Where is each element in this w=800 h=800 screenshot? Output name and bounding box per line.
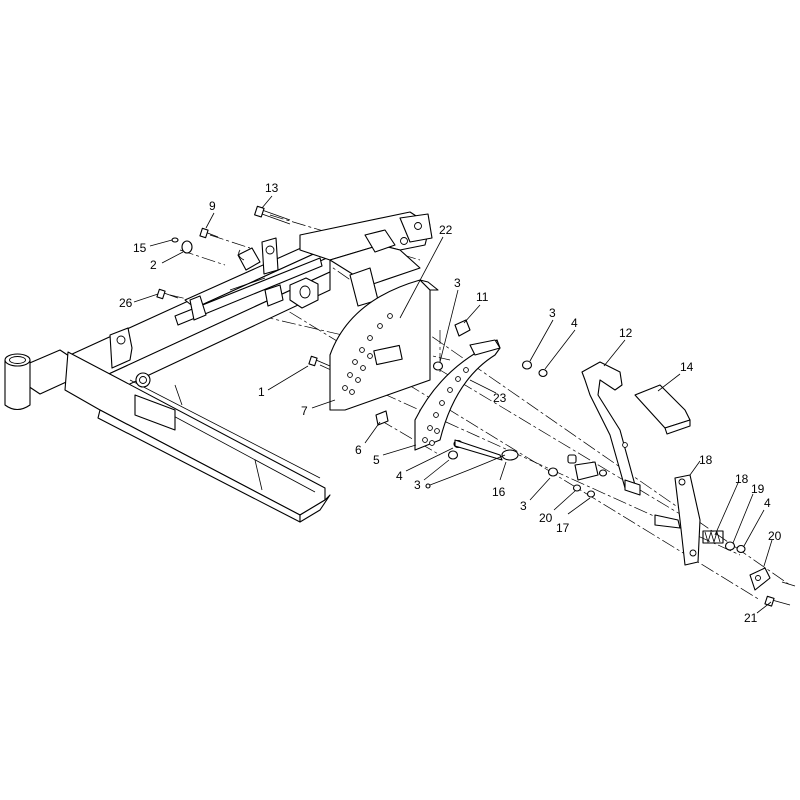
main-frame: [4, 249, 331, 523]
hardware: [156, 205, 746, 554]
callout-4-right: 4: [764, 496, 771, 510]
callout-4-top: 4: [571, 316, 578, 330]
callout-20-right: 20: [768, 529, 782, 543]
callout-11: 11: [476, 290, 489, 304]
callout-5: 5: [373, 453, 380, 467]
callout-22: 22: [439, 223, 453, 237]
link-arm: [654, 474, 701, 566]
callout-13: 14: [680, 360, 694, 374]
pin-15: [171, 237, 179, 243]
callout-1: 1: [258, 385, 265, 399]
curved-plate-holes: [422, 367, 469, 446]
leader-lines: [133, 195, 773, 614]
clevis-pin-14: [425, 439, 519, 489]
washer-19: [724, 541, 736, 551]
callout-3-low: 3: [414, 478, 421, 492]
bolt-9: [199, 227, 219, 239]
callout-9: 9: [209, 199, 216, 213]
callout-21: 21: [744, 611, 758, 625]
callout-10: 13: [265, 181, 279, 195]
callout-20-left: 20: [539, 511, 553, 525]
callout-15: 15: [133, 241, 147, 255]
callout-23: 23: [493, 391, 507, 405]
plate-holes: [342, 313, 393, 395]
callout-4-mid: 4: [396, 469, 403, 483]
callout-6: 6: [355, 443, 362, 457]
callout-3-right: 3: [520, 499, 527, 513]
nut-3b: [521, 360, 533, 370]
upper-bracket: [237, 211, 433, 309]
spacer-11: [454, 319, 471, 337]
spacer-6: [375, 410, 389, 426]
nut-4c: [736, 544, 746, 554]
bolt-1: [308, 355, 331, 367]
curved-adjust-plate: [414, 339, 501, 451]
callout-17: 18: [699, 453, 713, 467]
callout-14: 16: [492, 485, 506, 499]
bolt-10: [254, 205, 291, 225]
callout-3-top: 3: [454, 276, 461, 290]
pedal-lever: [581, 361, 641, 496]
callout-12: 12: [619, 326, 633, 340]
callout-26: 26: [119, 296, 133, 310]
washer-2: [181, 240, 193, 254]
callout-19: 19: [751, 482, 765, 496]
bolt-26: [156, 288, 179, 300]
nut-4a: [538, 368, 548, 378]
nut-3d: [547, 467, 559, 477]
callout-16: 17: [556, 521, 570, 535]
callout-18: 18: [735, 472, 749, 486]
callout-labels: 13 9 15 2 26 1 7 22 3 11 3 4 12 14 23 6 …: [119, 181, 782, 625]
pedal-pad: [634, 384, 691, 435]
pedal-side-plate: [329, 279, 439, 411]
upper-tubes: [174, 234, 341, 326]
callout-7: 7: [301, 404, 308, 418]
nut-3a: [432, 361, 444, 371]
bushing-set: [567, 454, 608, 498]
nut-3c: [447, 450, 459, 460]
callout-3-mid: 3: [549, 306, 556, 320]
bracket-20: [749, 567, 796, 607]
callout-2: 2: [150, 258, 157, 272]
spring-18: [702, 530, 724, 544]
